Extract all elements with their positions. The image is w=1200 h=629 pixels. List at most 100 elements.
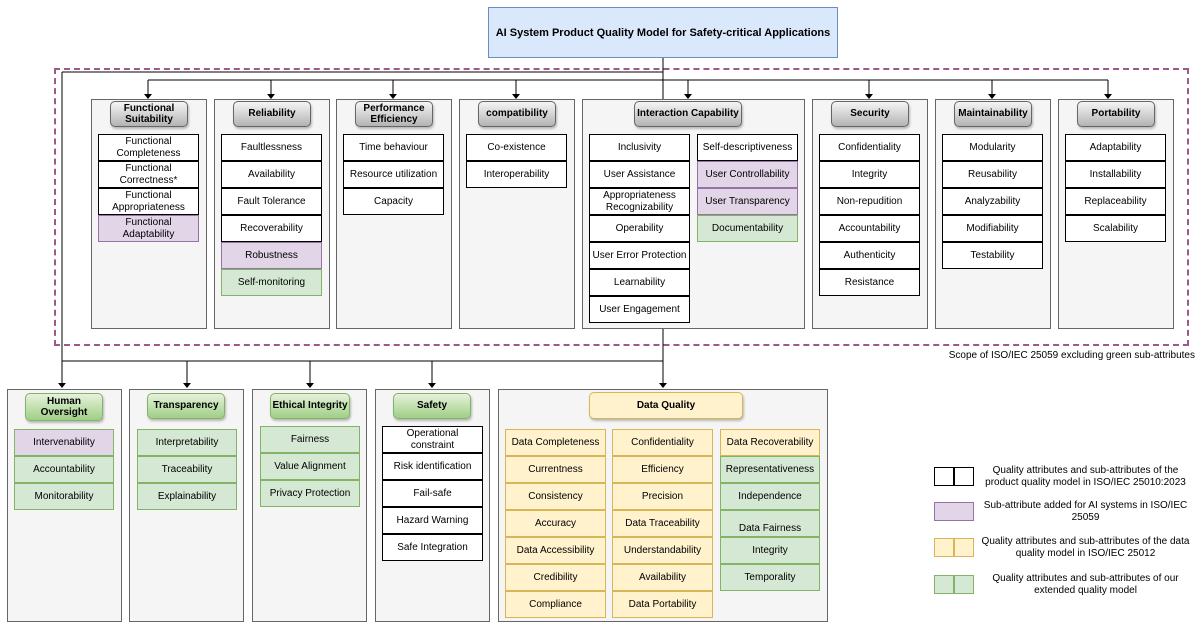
subattr-safe-integration: Safe Integration [382, 534, 483, 561]
header-compatibility: compatibility [478, 101, 556, 127]
subattr-functional-appropriateness: Functional Appropriateness [98, 188, 199, 215]
dq-data-portability: Data Portability [612, 591, 713, 618]
scope-label: Scope of ISO/IEC 25059 excluding green s… [948, 350, 1195, 361]
legend-text-data: Quality attributes and sub-attributes of… [981, 536, 1190, 559]
dq-currentness: Currentness [505, 456, 606, 483]
subattr-time-behaviour: Time behaviour [343, 134, 444, 161]
subattr-user-engagement: User Engagement [589, 296, 690, 323]
legend-text-product: Quality attributes and sub-attributes of… [985, 465, 1186, 488]
subattr-installability: Installability [1065, 161, 1166, 188]
legend-swatch-product-sub [954, 467, 974, 486]
subattr-analyzability: Analyzability [942, 188, 1043, 215]
header-ethical-integrity: Ethical Integrity [270, 393, 350, 419]
header-portability: Portability [1077, 101, 1155, 127]
subattr-resource-utilization: Resource utilization [343, 161, 444, 188]
subattr-operability: Operability [589, 215, 690, 242]
legend-swatch-data [934, 538, 954, 557]
header-functional-suitability: Functional Suitability [110, 101, 188, 127]
subattr-faultlessness: Faultlessness [221, 134, 322, 161]
subattr-value-alignment: Value Alignment [260, 453, 360, 480]
subattr-monitorability: Monitorability [14, 483, 114, 510]
subattr-fail-safe: Fail-safe [382, 480, 483, 507]
legend-swatch-ai [934, 502, 974, 521]
subattr-user-controllability: User Controllability [697, 161, 798, 188]
subattr-user-transparency: User Transparency [697, 188, 798, 215]
subattr-integrity: Integrity [819, 161, 920, 188]
dq-data-fairness: Data Fairness [720, 510, 820, 537]
subattr-hazard-warning: Hazard Warning [382, 507, 483, 534]
model-title: AI System Product Quality Model for Safe… [488, 7, 838, 58]
subattr-adaptability: Adaptability [1065, 134, 1166, 161]
dq-temporality: Temporality [720, 564, 820, 591]
subattr-robustness: Robustness [221, 242, 322, 269]
subattr-self-monitoring: Self-monitoring [221, 269, 322, 296]
legend-swatch-data-sub [954, 538, 974, 557]
dq-understandability: Understandability [612, 537, 713, 564]
subattr-fault-tolerance: Fault Tolerance [221, 188, 322, 215]
dq-data-completeness: Data Completeness [505, 429, 606, 456]
dq-accuracy: Accuracy [505, 510, 606, 537]
subattr-learnability: Learnability [589, 269, 690, 296]
legend-text-extended: Quality attributes and sub-attributes of… [992, 573, 1179, 596]
subattr-documentability: Documentability [697, 215, 798, 242]
dq-independence: Independence [720, 483, 820, 510]
subattr-traceability: Traceability [137, 456, 237, 483]
subattr-interoperability: Interoperability [466, 161, 567, 188]
legend-swatch-product [934, 467, 954, 486]
subattr-testability: Testability [942, 242, 1043, 269]
header-security: Security [831, 101, 909, 127]
subattr-intervenability: Intervenability [14, 429, 114, 456]
dq-confidentiality: Confidentiality [612, 429, 713, 456]
header-human-oversight: Human Oversight [25, 393, 103, 421]
subattr-non-repudition: Non-repudition [819, 188, 920, 215]
subattr-interpretability: Interpretability [137, 429, 237, 456]
dq-data-recoverability: Data Recoverability [720, 429, 820, 456]
subattr-accountability: Accountability [819, 215, 920, 242]
iso-25059-scope-boundary [54, 68, 1189, 346]
header-performance-efficiency: Performance Efficiency [355, 101, 433, 127]
subattr-scalability: Scalability [1065, 215, 1166, 242]
subattr-explainability: Explainability [137, 483, 237, 510]
dq-integrity: Integrity [720, 537, 820, 564]
dq-representativeness: Representativeness [720, 456, 820, 483]
subattr-functional-completeness: Functional Completeness [98, 134, 199, 161]
subattr-functional-correctness: Functional Correctness* [98, 161, 199, 188]
dq-compliance: Compliance [505, 591, 606, 618]
header-transparency: Transparency [147, 393, 225, 419]
dq-consistency: Consistency [505, 483, 606, 510]
subattr-appropriateness-recognizability: Appropriateness Recognizability [589, 188, 690, 215]
legend-text-ai: Sub-attribute added for AI systems in IS… [983, 500, 1188, 523]
subattr-functional-adaptability: Functional Adaptability [98, 215, 199, 242]
subattr-resistance: Resistance [819, 269, 920, 296]
dq-availability: Availability [612, 564, 713, 591]
subattr-fairness: Fairness [260, 426, 360, 453]
subattr-risk-identification: Risk identification [382, 453, 483, 480]
subattr-user-assistance: User Assistance [589, 161, 690, 188]
subattr-availability: Availability [221, 161, 322, 188]
legend-swatch-extended-sub [954, 575, 974, 594]
dq-credibility: Credibility [505, 564, 606, 591]
subattr-authenticity: Authenticity [819, 242, 920, 269]
subattr-modifiability: Modifiability [942, 215, 1043, 242]
dq-efficiency: Efficiency [612, 456, 713, 483]
legend-swatch-extended [934, 575, 954, 594]
subattr-co-existence: Co-existence [466, 134, 567, 161]
dq-precision: Precision [612, 483, 713, 510]
header-interaction-capability: Interaction Capability [634, 101, 742, 127]
subattr-recoverability: Recoverability [221, 215, 322, 242]
dq-data-traceability: Data Traceability [612, 510, 713, 537]
subattr-modularity: Modularity [942, 134, 1043, 161]
dq-data-accessibility: Data Accessibility [505, 537, 606, 564]
header-reliability: Reliability [233, 101, 311, 127]
header-data-quality: Data Quality [589, 392, 743, 419]
subattr-confidentiality: Confidentiality [819, 134, 920, 161]
header-maintainability: Maintainability [954, 101, 1032, 127]
subattr-privacy-protection: Privacy Protection [260, 480, 360, 507]
subattr-capacity: Capacity [343, 188, 444, 215]
header-safety: Safety [393, 393, 471, 419]
subattr-inclusivity: Inclusivity [589, 134, 690, 161]
subattr-accountability-oversight: Accountability [14, 456, 114, 483]
subattr-reusability: Reusability [942, 161, 1043, 188]
subattr-replaceability: Replaceability [1065, 188, 1166, 215]
subattr-operational-constraint: Operational constraint [382, 426, 483, 453]
